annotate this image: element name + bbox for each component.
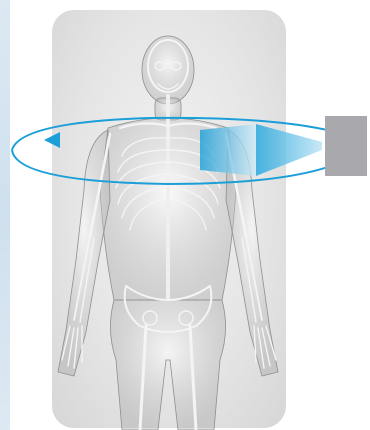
rotation-arrow-icon (44, 132, 60, 148)
xray-beam-front (256, 124, 322, 176)
xray-beam (200, 124, 256, 176)
detector-block (325, 116, 367, 176)
